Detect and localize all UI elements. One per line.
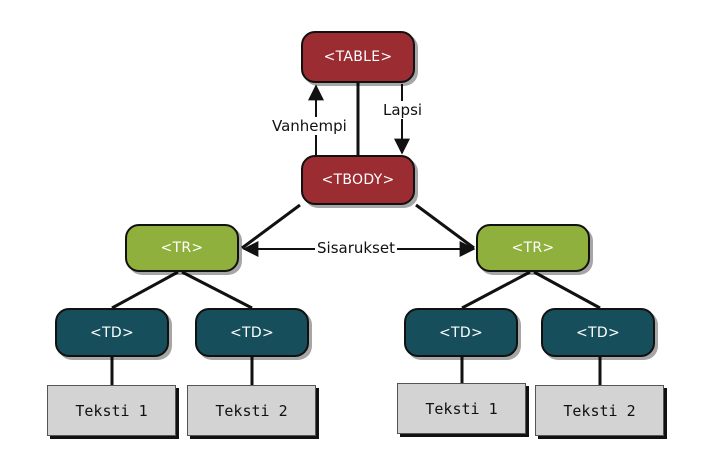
text-node-2: Teksti 2 (187, 385, 316, 436)
text-node-1: Teksti 1 (47, 385, 176, 436)
text-node-4: Teksti 2 (535, 385, 664, 436)
tbody-tr-right-edge (415, 203, 475, 250)
td-node-4: <TD> (541, 308, 655, 357)
table-node: <TABLE> (301, 31, 415, 83)
parent-label: Vanhempi (270, 117, 349, 135)
tr-right-td3-edge (461, 270, 531, 310)
tbody-node: <TBODY> (301, 155, 415, 205)
tbody-tr-left-edge (241, 203, 301, 250)
siblings-label: Sisarukset (315, 239, 397, 257)
td-node-1: <TD> (55, 308, 169, 357)
tr-left-td1-edge (111, 270, 179, 310)
tr-node-left: <TR> (125, 224, 239, 272)
tr-left-td2-edge (181, 270, 253, 310)
tr-node-right: <TR> (476, 224, 590, 272)
tr-right-td4-edge (533, 270, 601, 310)
td-node-2: <TD> (195, 308, 309, 357)
text-node-3: Teksti 1 (397, 383, 526, 434)
td-node-3: <TD> (404, 308, 518, 357)
child-label: Lapsi (381, 101, 425, 119)
